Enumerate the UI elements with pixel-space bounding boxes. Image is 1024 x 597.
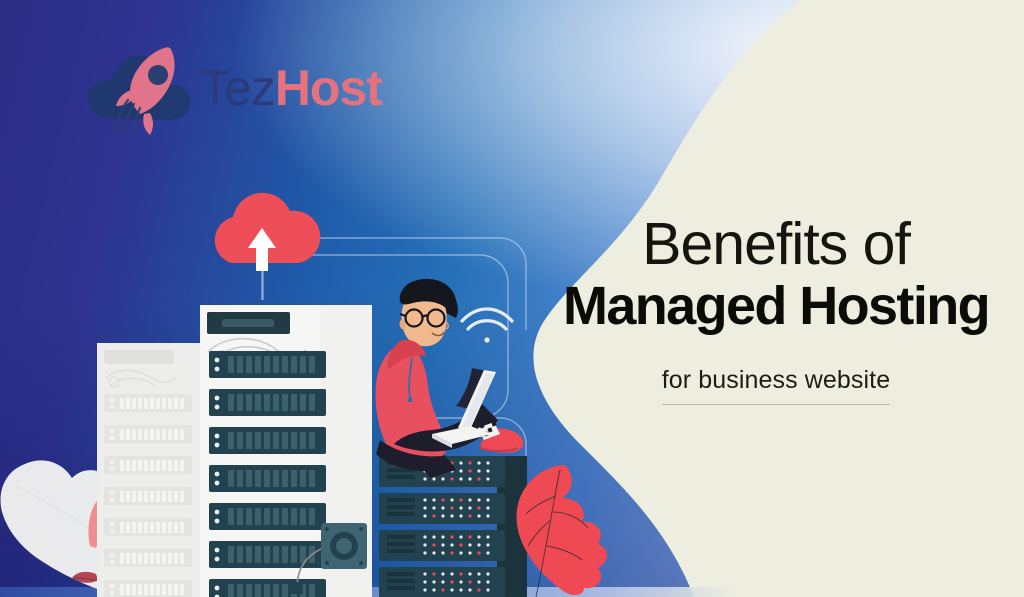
subheadline-wrapper: for business website (661, 365, 891, 406)
headline-line-2: Managed Hosting (562, 276, 991, 337)
background-bottom-strip (0, 587, 1024, 597)
brand-name-bold: Host (274, 60, 383, 116)
brand-wordmark: TezHost (200, 60, 383, 116)
rocket-cloud-logo-icon (87, 47, 191, 135)
brand-name-light: Tez (200, 60, 276, 116)
headline-line-1: Benefits of (642, 211, 911, 277)
headline-panel: Benefits of Managed Hosting for business… (528, 211, 1024, 406)
headline-line-3: for business website (661, 365, 891, 394)
brand-logo[interactable]: TezHost (84, 40, 383, 136)
subheadline-underline (661, 404, 891, 406)
